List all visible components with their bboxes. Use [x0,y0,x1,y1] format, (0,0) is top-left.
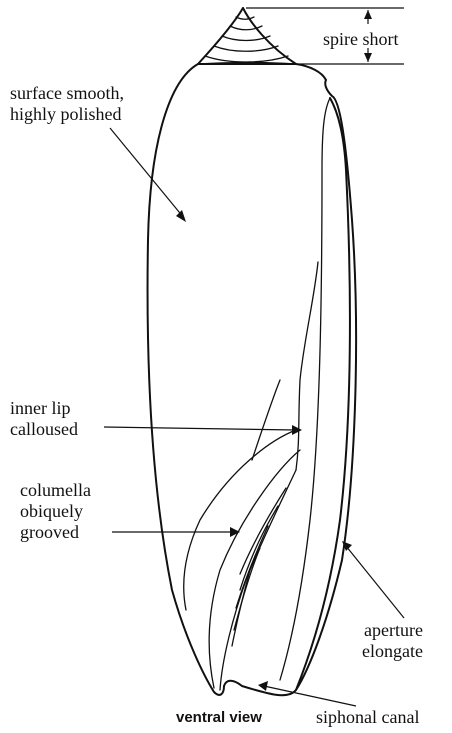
svg-text:surface smooth,: surface smooth, [10,83,124,103]
inner-lip-leader [104,427,296,430]
svg-text:aperture: aperture [364,620,423,640]
svg-text:calloused: calloused [10,419,78,439]
svg-text:elongate: elongate [362,641,423,661]
svg-text:grooved: grooved [20,522,79,542]
aperture-leader [346,546,404,618]
surface-label: surface smooth, highly polished [10,83,124,124]
surface-arrowhead [176,210,186,222]
aperture-label: aperture elongate [362,620,423,661]
surface-leader [110,128,184,218]
view-caption: ventral view [176,709,262,726]
siphonal-label: siphonal canal [316,707,419,727]
svg-text:highly polished: highly polished [10,104,122,124]
shell-drawing [148,8,357,695]
columella-label: columella obiquely grooved [20,480,91,542]
inner-lip-label: inner lip calloused [10,398,78,439]
spire-label: spire short [323,29,399,49]
svg-text:obiquely: obiquely [20,501,83,521]
siphonal-arrowhead [258,681,268,691]
siphonal-leader [264,686,356,706]
columella-arrowhead [230,527,240,537]
shell-aperture [280,98,350,690]
shell-inner-lip [184,262,318,690]
svg-text:inner lip: inner lip [10,398,71,418]
svg-text:columella: columella [20,480,91,500]
inner-lip-arrowhead [292,425,302,435]
shell-spire [198,8,296,64]
